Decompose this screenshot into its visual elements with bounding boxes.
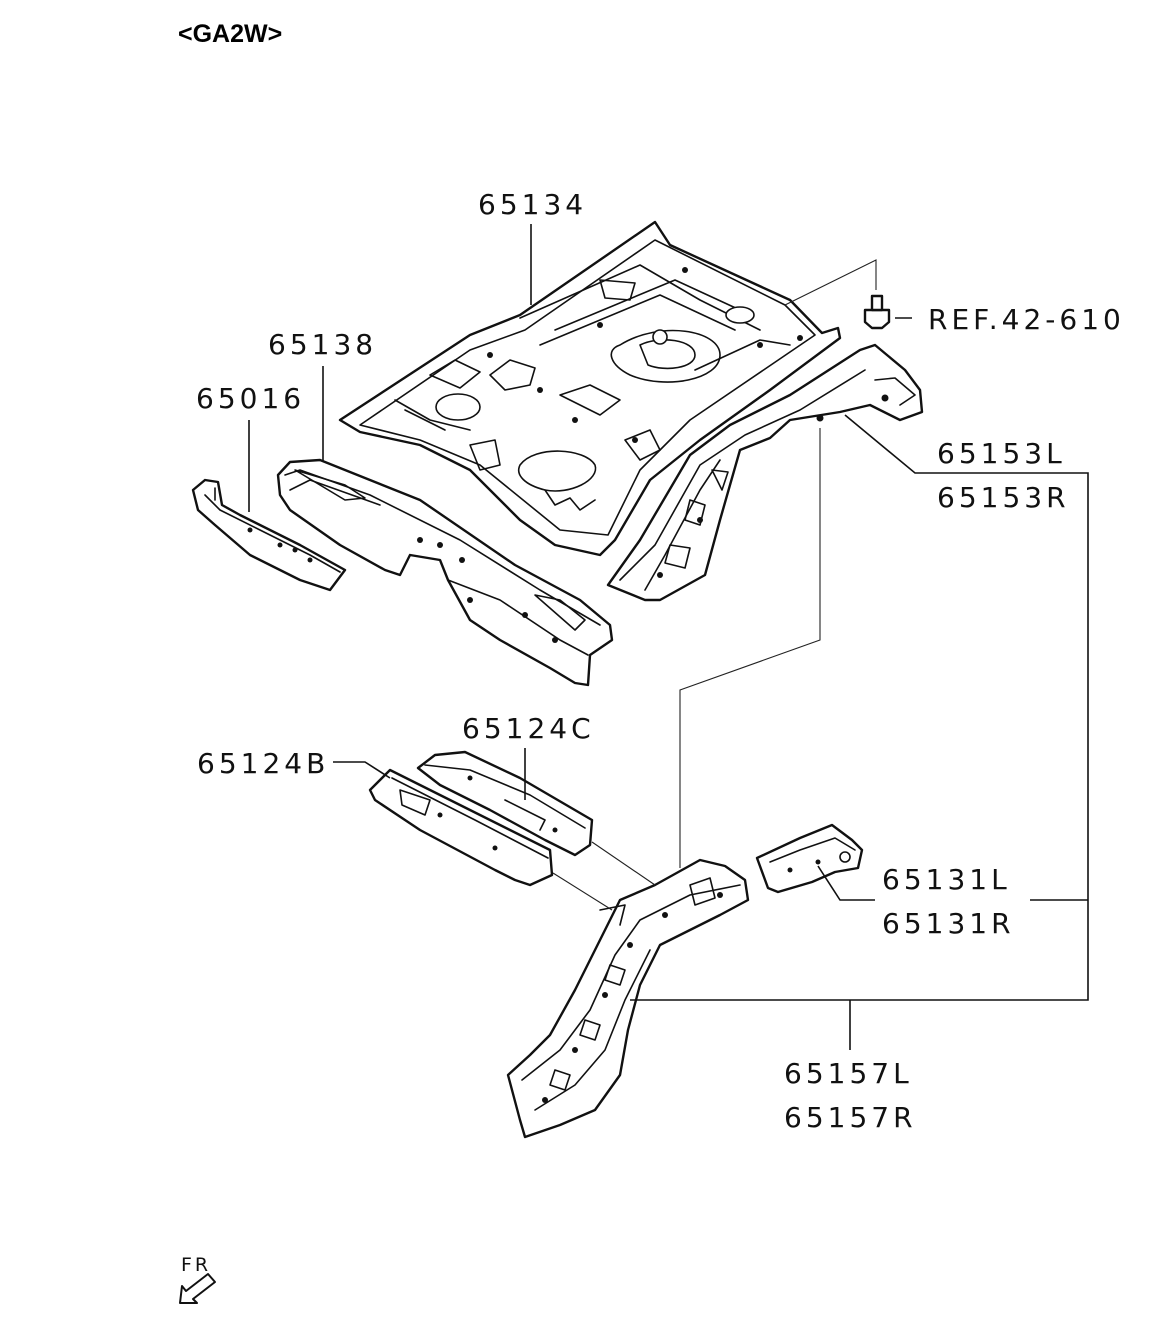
part-number-65153R: 65153R xyxy=(937,481,1070,514)
part-number-65131L: 65131L xyxy=(882,863,1011,896)
clip-part[interactable] xyxy=(863,294,891,330)
part-number-65157R: 65157R xyxy=(784,1101,917,1134)
rear-side-member-lower-part[interactable] xyxy=(506,858,750,1139)
rear-floor-pan-part[interactable] xyxy=(338,220,842,557)
crossmember-b-part[interactable] xyxy=(368,768,554,887)
part-number-65124C: 65124C xyxy=(462,712,595,745)
part-number-65157L: 65157L xyxy=(784,1057,913,1090)
leader-lines xyxy=(248,224,1089,1050)
direction-label: FR xyxy=(181,1254,211,1276)
front-direction-indicator: FR xyxy=(179,1254,216,1304)
reference-label: REF.42-610 xyxy=(928,303,1125,336)
part-number-65131R: 65131R xyxy=(882,907,1015,940)
rear-floor-crossmember-part[interactable] xyxy=(276,458,614,687)
part-number-65153L: 65153L xyxy=(937,437,1066,470)
part-number-65138: 65138 xyxy=(268,328,377,361)
front-arrow-icon xyxy=(179,1273,216,1304)
variant-label: <GA2W> xyxy=(178,20,282,48)
part-number-65124B: 65124B xyxy=(197,747,329,780)
floor-bracket-part[interactable] xyxy=(191,478,347,592)
part-number-65016: 65016 xyxy=(196,382,305,415)
rear-side-member-upper-part[interactable] xyxy=(606,343,924,602)
crossmember-c-part[interactable] xyxy=(416,750,594,857)
side-member-bracket-part[interactable] xyxy=(755,823,864,894)
part-number-65134: 65134 xyxy=(478,188,587,221)
